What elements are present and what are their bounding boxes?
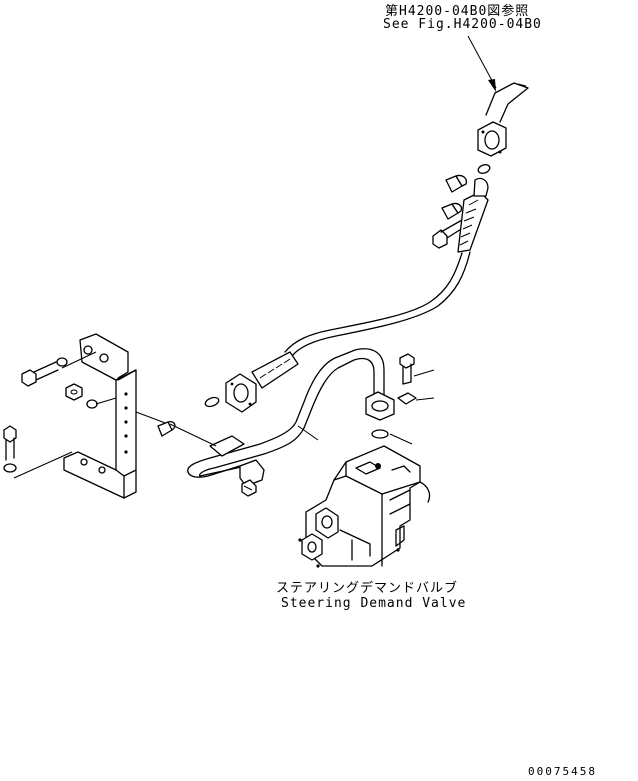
reference-label-en: See Fig.H4200-04B0 [383, 17, 542, 32]
steel-tube [187, 348, 385, 478]
lower-o-ring [204, 396, 220, 408]
tube-clip [157, 420, 176, 437]
valve-port-o-ring [371, 429, 389, 439]
clamp-bolt [241, 479, 257, 497]
bracket-washer-mid [86, 399, 98, 409]
upper-split-flange [441, 174, 468, 220]
bracket-nut [65, 383, 83, 401]
upper-hose-fitting [457, 177, 489, 253]
tube-clamp [209, 435, 265, 487]
mounting-bracket [63, 333, 137, 499]
valve-bolt [399, 353, 415, 385]
valve-label-jp: ステアリングデマンドバルブ [276, 581, 459, 596]
reference-label-jp: 第H4200-04B0図参照 [385, 4, 530, 19]
steering-demand-valve [298, 445, 431, 568]
bracket-bolt-lower [3, 425, 17, 461]
upper-flange [477, 121, 507, 157]
lower-hose-fitting [225, 351, 299, 413]
bracket-bolt-upper [21, 361, 59, 387]
bracket-leader-lines [13, 351, 169, 479]
bracket-washer-upper [56, 357, 68, 367]
tube-end-flange [365, 391, 395, 421]
valve-washer [397, 392, 417, 405]
upper-o-ring [477, 164, 491, 174]
reference-arrow [467, 35, 497, 92]
document-number: 00075458 [528, 765, 597, 778]
leader-lines [169, 369, 435, 447]
flexible-hose [284, 252, 463, 353]
upper-pipe-end [485, 82, 529, 123]
bracket-washer-lower [3, 463, 17, 473]
valve-label-en: Steering Demand Valve [281, 596, 467, 611]
